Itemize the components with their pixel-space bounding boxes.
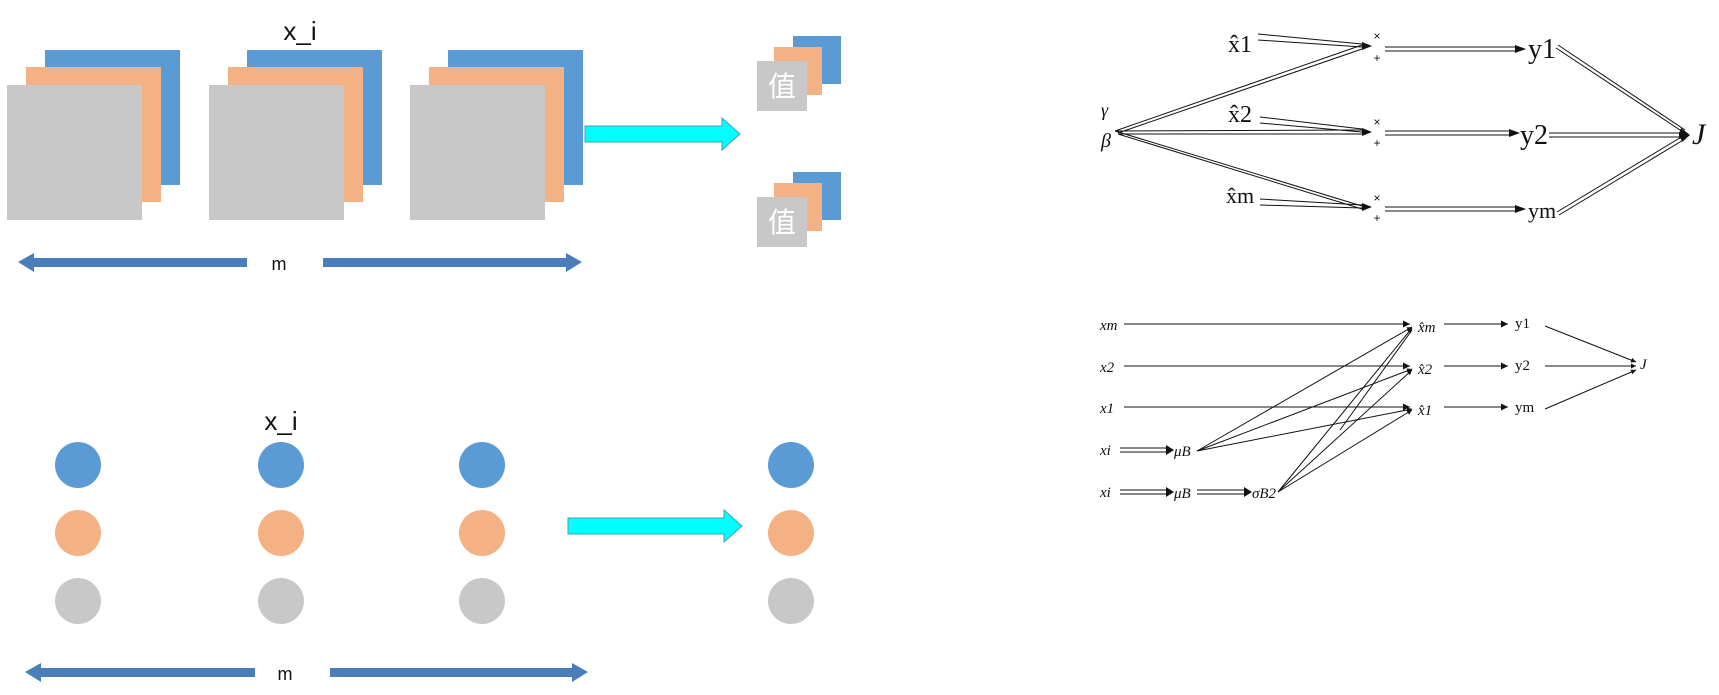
x-m-label: xm [1099, 318, 1118, 334]
beta-label: β [1100, 130, 1111, 152]
neuron-orange [55, 510, 101, 556]
x-i-label-2: xi [1099, 485, 1111, 501]
xi-label-bottom: x_i [264, 406, 297, 436]
xhat-1-label: x̂1 [1228, 32, 1252, 58]
x-2-label: x2 [1099, 360, 1115, 376]
mu-b-label-1: μB [1173, 444, 1191, 460]
neuron-orange [459, 510, 505, 556]
op-times-1: × [1373, 29, 1380, 43]
left-bottom-panel: x_i m [25, 406, 814, 684]
y-2-label: y2 [1520, 120, 1548, 151]
neuron-blue [258, 442, 304, 488]
left-top-panel: x_i 值 值 [7, 16, 841, 274]
y-m-bottom-label: ym [1515, 400, 1535, 416]
m-label-top: m [272, 254, 287, 274]
xhat-m-bottom-label: x̂m [1417, 320, 1436, 336]
neuron-column-1 [55, 442, 101, 624]
xhat-1-bottom-label: x̂1 [1417, 403, 1432, 419]
value-glyph: 值 [768, 71, 796, 102]
xhat-2-bottom-label: x̂2 [1417, 362, 1433, 378]
m-double-arrow-top: m [18, 253, 582, 274]
op-times-3: × [1373, 191, 1380, 205]
cyan-arrow-top [584, 116, 741, 152]
m-label-bottom: m [278, 664, 293, 684]
y-2-bottom-label: y2 [1515, 358, 1530, 374]
x-1-label: x1 [1099, 401, 1114, 417]
neuron-gray [258, 578, 304, 624]
right-bottom-graph: xm x2 x1 xi xi μB μB σB2 x̂m x̂2 x̂1 y1 … [1099, 316, 1648, 502]
op-times-2: × [1373, 115, 1380, 129]
neuron-gray [459, 578, 505, 624]
xi-label-top: x_i [283, 16, 316, 46]
neuron-orange [258, 510, 304, 556]
gamma-label: γ [1101, 100, 1109, 120]
y-1-bottom-label: y1 [1515, 316, 1530, 332]
mu-b-label-2: μB [1173, 486, 1191, 502]
feature-stack-3 [410, 50, 583, 220]
neuron-column-output [768, 442, 814, 624]
neuron-blue [459, 442, 505, 488]
neuron-orange [768, 510, 814, 556]
x-i-label-1: xi [1099, 443, 1111, 459]
y-m-label: ym [1528, 198, 1556, 223]
loss-j-bottom-label: J [1640, 357, 1648, 373]
xhat-2-label: x̂2 [1228, 102, 1252, 128]
neuron-blue [55, 442, 101, 488]
value-stack-1: 值 [757, 36, 841, 111]
op-plus-1: + [1373, 51, 1380, 65]
neuron-column-2 [258, 442, 304, 624]
loss-j-label: J [1692, 118, 1707, 151]
op-plus-2: + [1373, 136, 1380, 150]
y-1-label: y1 [1528, 34, 1556, 65]
channel-gray [7, 85, 142, 220]
neuron-column-3 [459, 442, 505, 624]
value-glyph: 值 [768, 207, 796, 238]
neuron-blue [768, 442, 814, 488]
channel-gray [209, 85, 344, 220]
feature-stack-1 [7, 50, 180, 220]
neuron-gray [55, 578, 101, 624]
feature-stack-2 [209, 50, 382, 220]
value-stack-2: 值 [757, 172, 841, 247]
m-double-arrow-bottom: m [25, 663, 588, 684]
sigma-b-label: σB2 [1252, 486, 1277, 502]
right-top-graph: x̂1 x̂2 x̂m γ β [1100, 29, 1707, 225]
op-plus-3: + [1373, 211, 1380, 225]
xhat-m-label: x̂m [1226, 183, 1254, 208]
cyan-arrow-bottom [567, 508, 743, 544]
neuron-gray [768, 578, 814, 624]
channel-gray [410, 85, 545, 220]
